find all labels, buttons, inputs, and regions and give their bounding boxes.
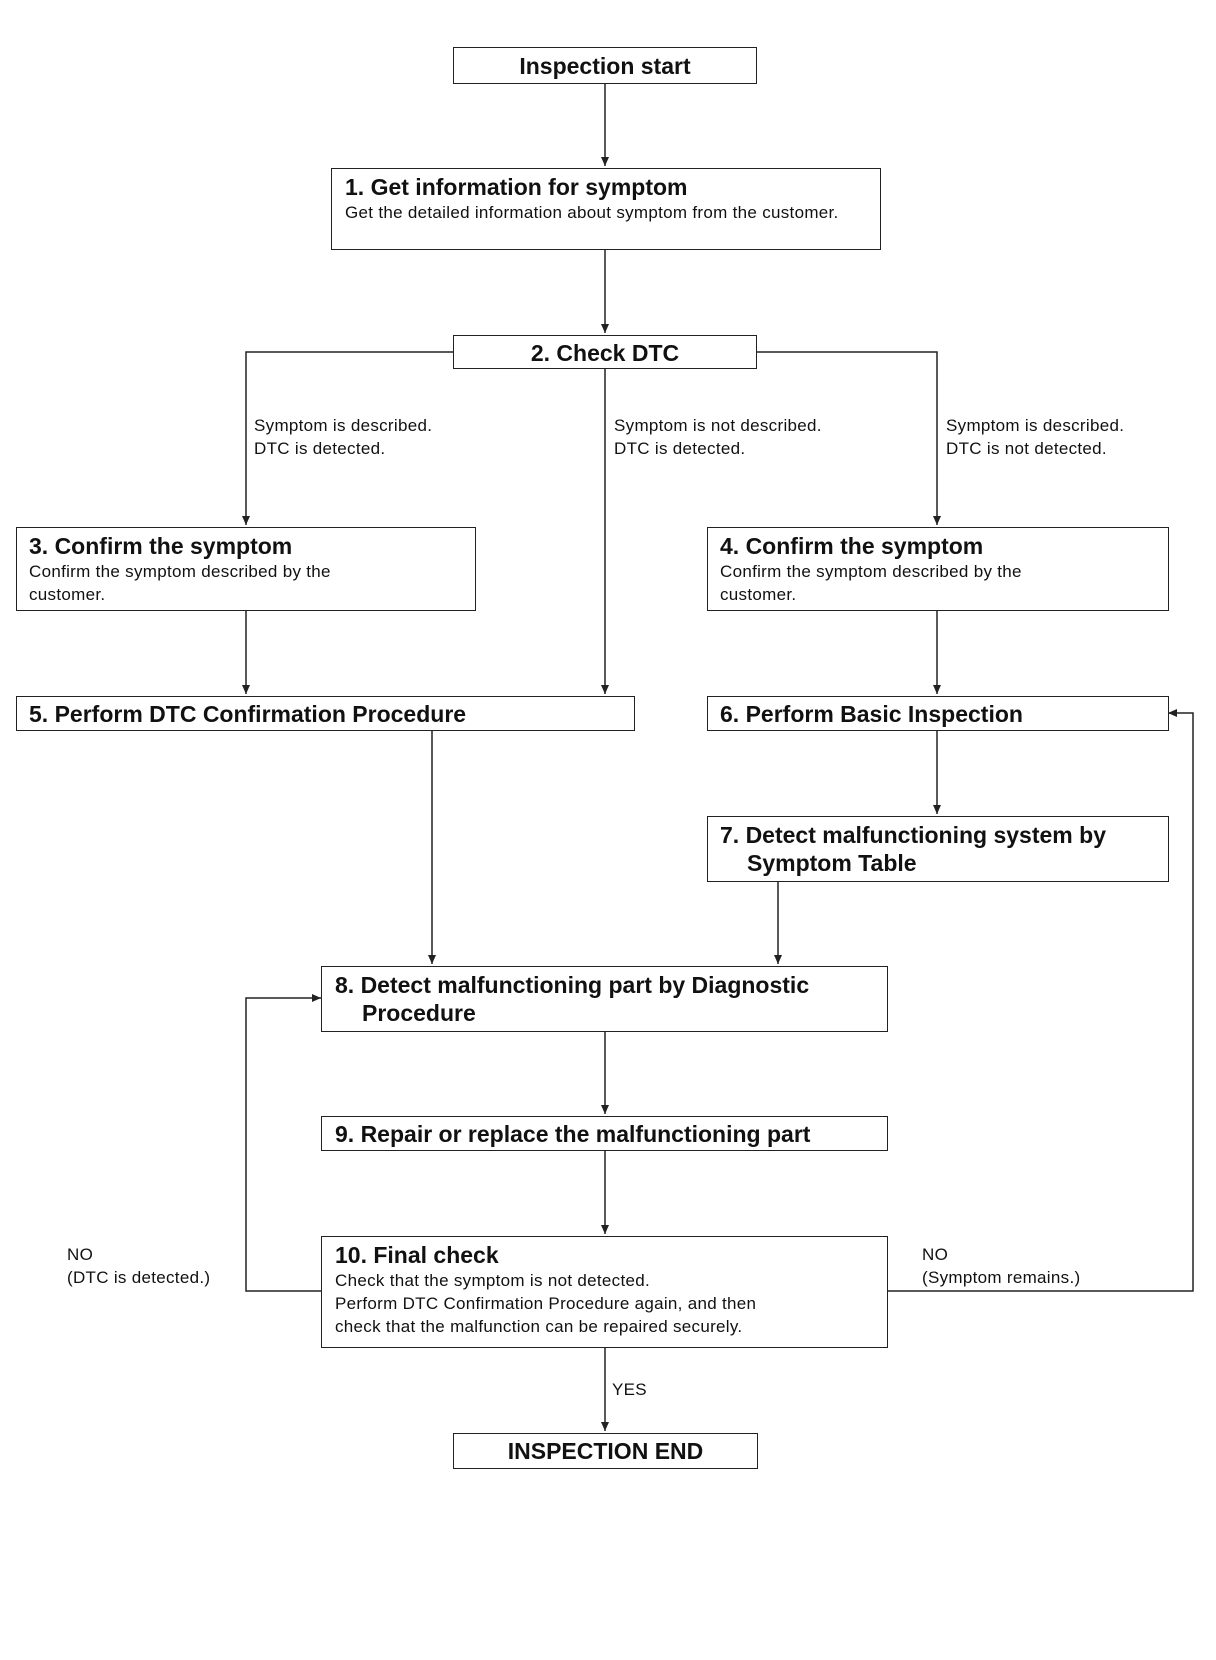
step-title: 5. Perform DTC Confirmation Procedure — [29, 701, 467, 727]
step-title: 2. Check DTC — [530, 340, 680, 366]
step-inspection-start: Inspection start — [453, 47, 757, 84]
step-10-final-check: 10. Final check Check that the symptom i… — [321, 1236, 888, 1348]
step-description: Get the detailed information about sympt… — [345, 203, 839, 222]
step-8-diagnostic-procedure: 8. Detect malfunctioning part by Diagnos… — [321, 966, 888, 1032]
step-title: 6. Perform Basic Inspection — [720, 701, 1023, 727]
step-title-line-1: 7. Detect malfunctioning system by — [720, 822, 1106, 848]
step-9-repair-replace: 9. Repair or replace the malfunctioning … — [321, 1116, 888, 1151]
step-description-line-1: Check that the symptom is not detected. — [335, 1271, 651, 1290]
step-title: 9. Repair or replace the malfunctioning … — [335, 1121, 811, 1147]
step-title-line-2: Procedure — [362, 1000, 476, 1026]
step-title: 10. Final check — [335, 1242, 499, 1268]
no-label-symptom-remains: NO (Symptom remains.) — [922, 1245, 1081, 1287]
step-title: 3. Confirm the symptom — [29, 533, 293, 559]
arrow-s2-to-s3 — [242, 351, 453, 525]
arrow-no-symptom-loop — [888, 709, 1194, 1292]
step-3-confirm-symptom: 3. Confirm the symptom Confirm the sympt… — [16, 527, 476, 611]
step-title-line-1: 8. Detect malfunctioning part by Diagnos… — [335, 972, 810, 998]
step-title: 4. Confirm the symptom — [720, 533, 984, 559]
branch-label-left: Symptom is described. DTC is detected. — [254, 416, 433, 458]
branch-label-right: Symptom is described. DTC is not detecte… — [946, 416, 1125, 458]
step-description-line-3: check that the malfunction can be repair… — [335, 1317, 743, 1336]
step-title: Inspection start — [519, 53, 691, 79]
step-7-symptom-table: 7. Detect malfunctioning system by Sympt… — [707, 816, 1169, 882]
no-label-dtc-detected: NO (DTC is detected.) — [67, 1245, 211, 1287]
step-description-line-2: Perform DTC Confirmation Procedure again… — [335, 1294, 757, 1313]
step-5-dtc-confirmation: 5. Perform DTC Confirmation Procedure — [16, 696, 635, 731]
step-6-basic-inspection: 6. Perform Basic Inspection — [707, 696, 1169, 731]
step-title: INSPECTION END — [507, 1438, 704, 1464]
step-description: Confirm the symptom described by the cus… — [29, 562, 331, 604]
step-2-check-dtc: 2. Check DTC — [453, 335, 757, 369]
branch-label-middle: Symptom is not described. DTC is detecte… — [614, 416, 822, 458]
step-description: Confirm the symptom described by the cus… — [720, 562, 1022, 604]
step-title-line-2: Symptom Table — [747, 850, 917, 876]
step-1-get-information: 1. Get information for symptom Get the d… — [331, 168, 881, 250]
arrow-s2-to-s4 — [757, 351, 941, 525]
step-title: 1. Get information for symptom — [345, 174, 688, 200]
yes-label: YES — [612, 1380, 647, 1399]
arrow-no-dtc-loop — [245, 994, 321, 1292]
step-inspection-end: INSPECTION END — [453, 1433, 758, 1469]
step-4-confirm-symptom: 4. Confirm the symptom Confirm the sympt… — [707, 527, 1169, 611]
